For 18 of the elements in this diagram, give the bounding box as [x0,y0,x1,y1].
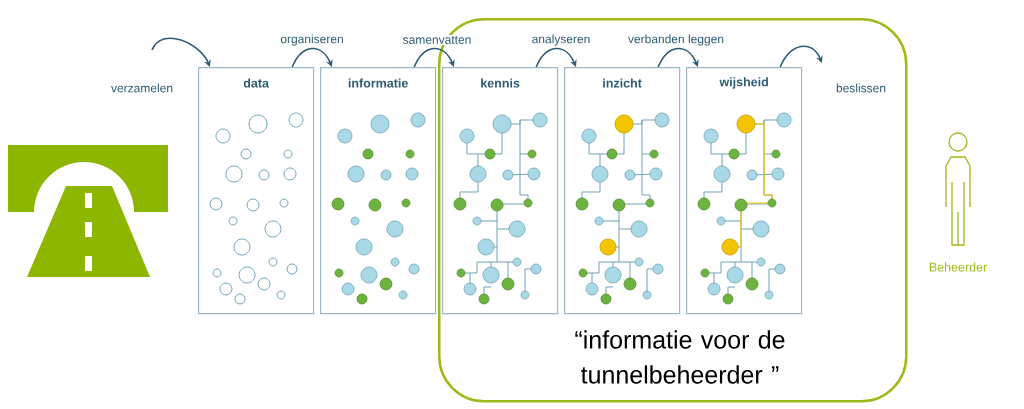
edge-label: beslissen [835,82,887,94]
curved-arrow [657,47,699,68]
panel: data [198,67,315,315]
curved-arrow [151,37,211,67]
curved-arrow [291,47,333,68]
role-label: Beheerder [929,262,987,272]
panel: informatie [320,67,437,315]
curved-arrow [779,45,823,68]
edge-label: organiseren [279,33,345,47]
edge-label: analyseren [530,33,592,47]
curved-arrow [413,47,455,68]
panel: kennis [442,67,559,315]
panel: wijsheid [686,67,803,315]
edge-label: samenvatten [401,35,473,45]
curved-arrow [535,47,577,68]
edge-label: verzamelen [110,82,175,94]
edge-label: verbanden leggen [626,33,726,47]
panel: inzicht [564,67,681,315]
